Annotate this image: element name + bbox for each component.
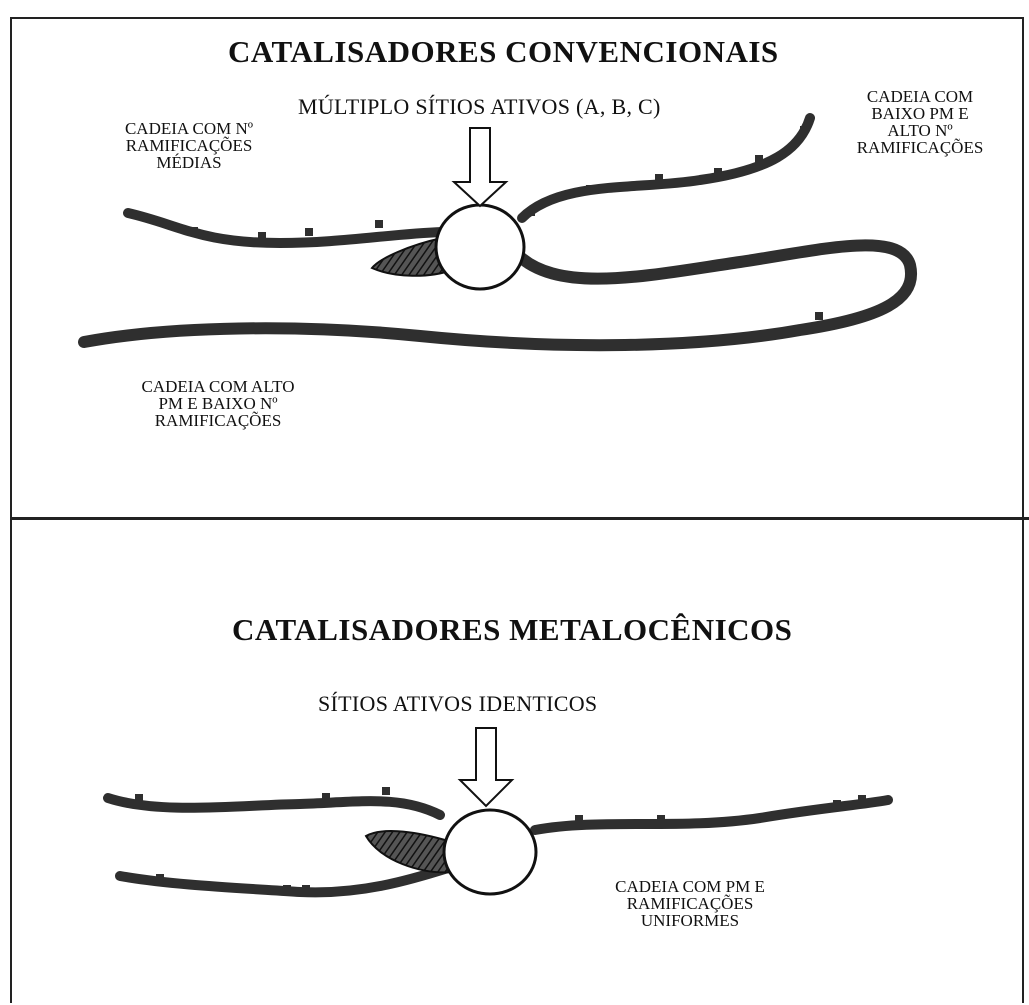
title-metallocene: CATALISADORES METALOCÊNICOS (232, 612, 792, 648)
chain-medium-branching (128, 213, 442, 243)
arrow-down-icon (454, 128, 506, 206)
label-chain-medium: CADEIA COM Nº RAMIFICAÇÕES MÉDIAS (94, 120, 284, 171)
catalyst-site-top (436, 205, 524, 289)
label-chain-low-pm: CADEIA COM BAIXO PM E ALTO Nº RAMIFICAÇÕ… (830, 88, 1010, 156)
label-multiple-active-sites: MÚLTIPLO SÍTIOS ATIVOS (A, B, C) (298, 94, 661, 120)
label-chain-uniform: CADEIA COM PM E RAMIFICAÇÕES UNIFORMES (580, 878, 800, 929)
title-conventional: CATALISADORES CONVENCIONAIS (228, 34, 779, 70)
arrow-down-icon-bottom (460, 728, 512, 806)
label-identical-active-sites: SÍTIOS ATIVOS IDENTICOS (318, 691, 597, 717)
chain-upper-left (108, 798, 440, 815)
catalyst-site-bottom (444, 810, 536, 894)
bottom-diagram (108, 728, 888, 894)
chain-low-pm (522, 118, 810, 218)
label-chain-high-pm: CADEIA COM ALTO PM E BAIXO Nº RAMIFICAÇÕ… (98, 378, 338, 429)
hatched-lobe-bottom (366, 831, 455, 872)
